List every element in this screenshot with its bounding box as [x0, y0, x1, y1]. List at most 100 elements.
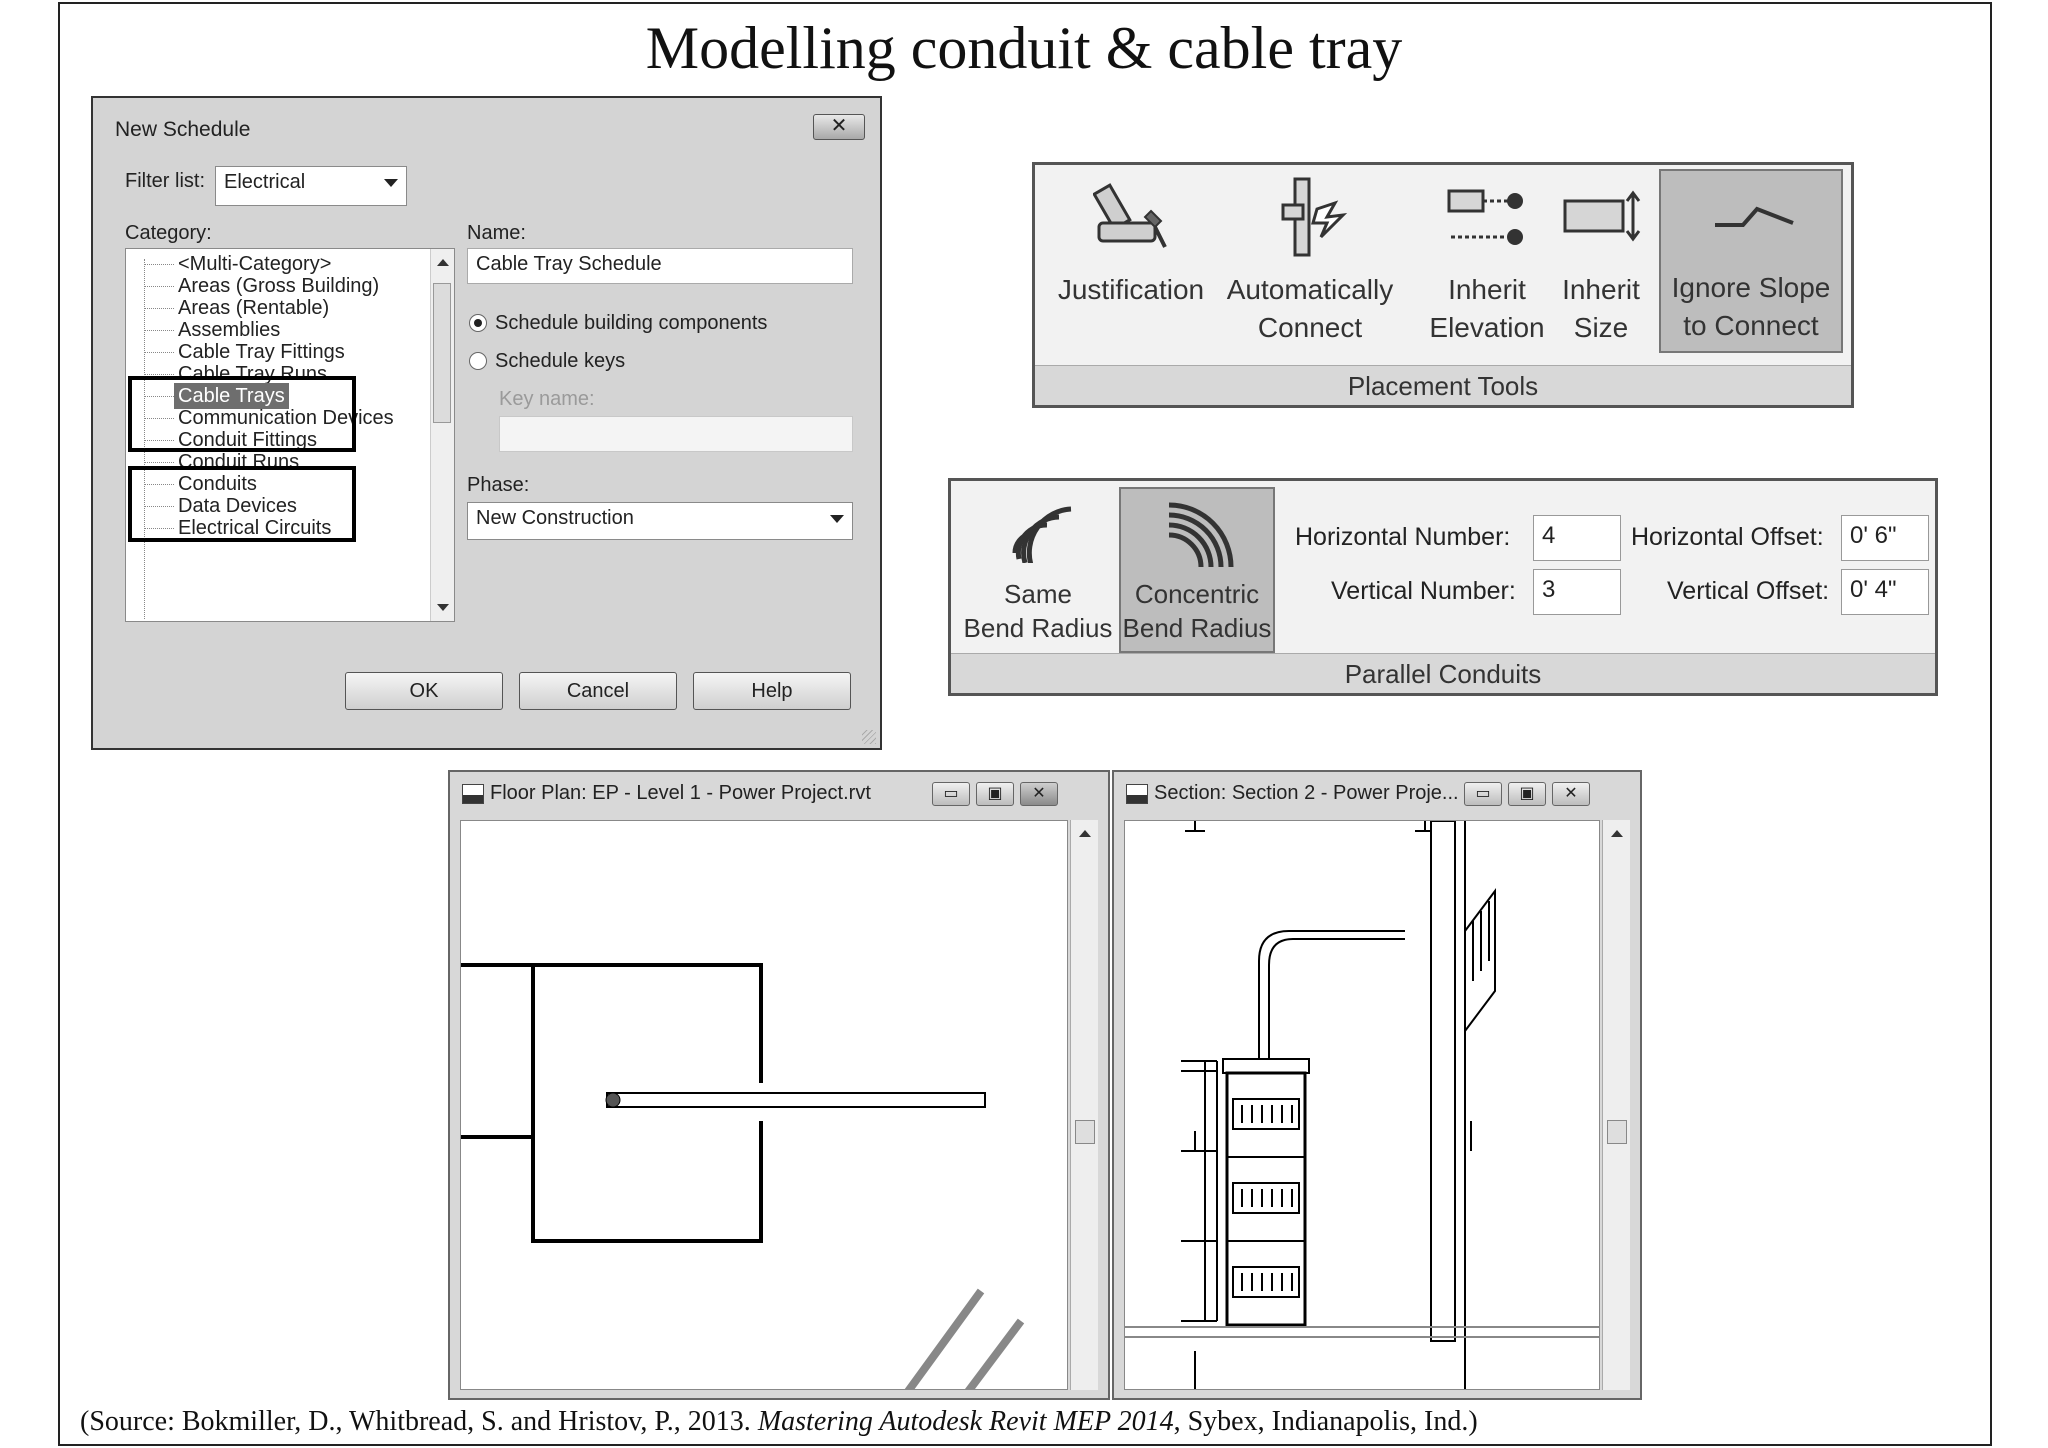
category-label: Category: [125, 222, 212, 244]
tree-connector [144, 528, 174, 529]
floor-plan-title: Floor Plan: EP - Level 1 - Power Project… [490, 782, 871, 804]
tree-connector [144, 462, 174, 463]
resize-grip-icon[interactable] [862, 730, 876, 744]
revit-file-icon [1126, 784, 1148, 804]
dialog-title: New Schedule [115, 118, 251, 141]
inherit-elevation-line1: Inherit [1448, 274, 1526, 305]
floor-plan-canvas[interactable] [460, 820, 1068, 1390]
schedule-name-input[interactable]: Cable Tray Schedule [467, 248, 853, 284]
justification-button[interactable]: Justification [1049, 171, 1213, 351]
key-name-label: Key name: [499, 388, 595, 410]
key-name-input[interactable] [499, 416, 853, 452]
automatically-connect-line1: Automatically [1226, 274, 1394, 305]
close-button[interactable]: ✕ [1552, 782, 1590, 806]
vertical-offset-label: Vertical Offset: [1667, 577, 1830, 605]
section-window: Section: Section 2 - Power Proje... ▭ ▣ … [1112, 770, 1642, 1400]
concentric-bend-radius-line1: Concentric [1134, 579, 1260, 609]
same-bend-radius-line1: Same [1004, 579, 1072, 609]
category-item[interactable]: Data Devices [178, 495, 297, 517]
justification-label: Justification [1057, 274, 1205, 305]
ignore-slope-line1: Ignore Slope [1671, 272, 1831, 303]
scroll-down-icon[interactable] [437, 604, 449, 611]
concentric-bend-radius-button[interactable]: Concentric Bend Radius [1119, 487, 1275, 653]
minimize-button[interactable]: ▭ [1464, 782, 1502, 806]
tree-connector [144, 374, 174, 375]
category-item[interactable]: Assemblies [178, 319, 281, 341]
inherit-size-icon [1563, 190, 1641, 242]
inherit-elevation-line2: Elevation [1429, 312, 1545, 343]
scroll-up-icon[interactable] [437, 259, 449, 266]
floor-plan-window: Floor Plan: EP - Level 1 - Power Project… [448, 770, 1110, 1400]
category-item[interactable]: Communication Devices [178, 407, 394, 429]
filter-list-label: Filter list: [125, 170, 205, 192]
horizontal-number-input[interactable]: 4 [1533, 515, 1621, 561]
schedule-keys-radio[interactable] [469, 352, 487, 370]
horizontal-offset-input[interactable]: 0' 6" [1841, 515, 1929, 561]
phase-dropdown[interactable]: New Construction [467, 502, 853, 540]
category-item[interactable]: Cable Tray Fittings [178, 341, 345, 363]
category-scroll-thumb[interactable] [433, 283, 451, 423]
source-book-title: Mastering Autodesk Revit MEP 2014 [757, 1406, 1174, 1437]
tree-connector [144, 440, 174, 441]
vertical-offset-input[interactable]: 0' 4" [1841, 569, 1929, 615]
section-scrollbar[interactable] [1602, 820, 1630, 1390]
source-prefix: (Source: Bokmiller, D., Whitbread, S. an… [80, 1406, 758, 1437]
floor-plan-scroll-thumb[interactable] [1075, 1120, 1095, 1144]
slide-title: Modelling conduit & cable tray [645, 15, 1403, 81]
revit-file-icon [462, 784, 484, 804]
placement-tools-panel: Justification Automatically Connect Inhe… [1032, 162, 1854, 408]
tree-connector [144, 286, 174, 287]
chevron-down-icon [830, 515, 844, 523]
scroll-up-icon[interactable] [1611, 830, 1623, 837]
schedule-building-components-label: Schedule building components [495, 312, 768, 334]
tree-connector [144, 352, 174, 353]
scroll-up-icon[interactable] [1079, 830, 1091, 837]
category-item[interactable]: Areas (Rentable) [178, 297, 330, 319]
tree-guide-line [144, 259, 145, 619]
section-drawing [1125, 821, 1599, 1389]
ok-button[interactable]: OK [345, 672, 503, 710]
parallel-conduits-label: Parallel Conduits [951, 653, 1935, 693]
category-item[interactable]: Electrical Circuits [178, 517, 332, 539]
inherit-size-line2: Size [1573, 312, 1629, 343]
dialog-titlebar[interactable]: New Schedule ✕ [93, 98, 880, 150]
tree-connector [144, 308, 174, 309]
restore-button[interactable]: ▣ [1508, 782, 1546, 806]
ignore-slope-to-connect-button[interactable]: Ignore Slope to Connect [1659, 169, 1843, 353]
source-citation: (Source: Bokmiller, D., Whitbread, S. an… [80, 1406, 1478, 1438]
vertical-number-input[interactable]: 3 [1533, 569, 1621, 615]
category-scrollbar[interactable] [430, 249, 454, 621]
inherit-elevation-button[interactable]: Inherit Elevation [1421, 171, 1553, 351]
automatically-connect-line2: Connect [1257, 312, 1363, 343]
section-scroll-thumb[interactable] [1607, 1120, 1627, 1144]
filter-list-dropdown[interactable]: Electrical [215, 166, 407, 206]
category-item[interactable]: Conduit Fittings [178, 429, 317, 451]
floor-plan-scrollbar[interactable] [1070, 820, 1098, 1390]
justification-icon [1093, 183, 1167, 248]
new-schedule-dialog: New Schedule ✕ Filter list: Electrical C… [91, 96, 882, 750]
tree-connector [144, 506, 174, 507]
name-label: Name: [467, 222, 526, 244]
phase-value: New Construction [476, 507, 634, 529]
section-canvas[interactable] [1124, 820, 1600, 1390]
phase-label: Phase: [467, 474, 530, 496]
schedule-building-components-radio[interactable] [469, 314, 487, 332]
category-item[interactable]: <Multi-Category> [178, 253, 332, 275]
inherit-size-line1: Inherit [1562, 274, 1640, 305]
category-item[interactable]: Conduits [178, 473, 257, 495]
category-item[interactable]: Areas (Gross Building) [178, 275, 380, 297]
restore-button[interactable]: ▣ [976, 782, 1014, 806]
category-listbox[interactable]: <Multi-Category>Areas (Gross Building)Ar… [125, 248, 455, 622]
same-bend-radius-button[interactable]: Same Bend Radius [963, 487, 1113, 647]
section-title: Section: Section 2 - Power Proje... [1154, 782, 1459, 804]
close-button[interactable]: ✕ [1020, 782, 1058, 806]
cable-tray-highlight-box [128, 376, 356, 452]
inherit-size-button[interactable]: Inherit Size [1551, 171, 1651, 351]
help-button[interactable]: Help [693, 672, 851, 710]
automatically-connect-icon [1281, 177, 1348, 257]
dialog-close-button[interactable]: ✕ [813, 114, 865, 140]
category-item[interactable]: Cable Trays [174, 383, 289, 409]
automatically-connect-button[interactable]: Automatically Connect [1215, 171, 1405, 351]
cancel-button[interactable]: Cancel [519, 672, 677, 710]
minimize-button[interactable]: ▭ [932, 782, 970, 806]
